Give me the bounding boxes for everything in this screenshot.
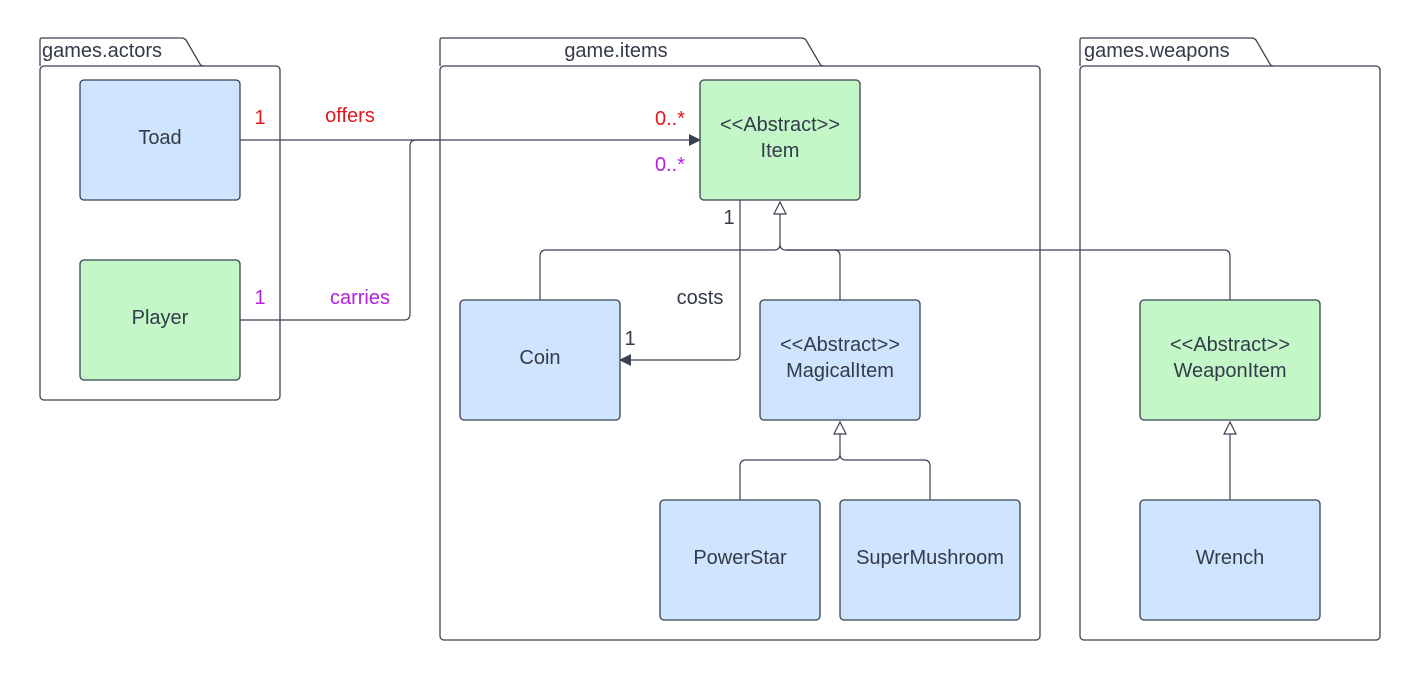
association-carries-line[interactable] bbox=[240, 139, 440, 321]
class-name-player: Player bbox=[132, 307, 189, 329]
class-stereotype-weaponitem: <<Abstract>> bbox=[1170, 334, 1290, 356]
multiplicity-carries-target: 0..* bbox=[655, 154, 685, 176]
class-coin[interactable]: Coin bbox=[459, 299, 621, 421]
generalization-powerstar-line[interactable] bbox=[739, 434, 840, 500]
class-name-supermushroom: SuperMushroom bbox=[856, 547, 1004, 569]
package-label-games-actors: games.actors bbox=[42, 40, 162, 62]
class-item[interactable]: <<Abstract>> Item bbox=[699, 79, 861, 201]
class-name-weaponitem: WeaponItem bbox=[1173, 360, 1286, 382]
class-name-item: Item bbox=[761, 140, 800, 162]
generalization-weaponitem-line[interactable] bbox=[786, 249, 1231, 300]
association-label-costs: costs bbox=[677, 287, 724, 309]
class-player[interactable]: Player bbox=[79, 259, 241, 381]
multiplicity-offers-source: 1 bbox=[254, 107, 265, 129]
generalization-supermushroom-line[interactable] bbox=[839, 453, 931, 500]
generalization-coin-line[interactable] bbox=[539, 214, 780, 300]
class-wrench[interactable]: Wrench bbox=[1139, 499, 1321, 621]
class-stereotype-item: <<Abstract>> bbox=[720, 114, 840, 136]
package-label-games-weapons: games.weapons bbox=[1084, 40, 1230, 62]
class-stereotype-magicalitem: <<Abstract>> bbox=[780, 334, 900, 356]
class-name-powerstar: PowerStar bbox=[693, 547, 787, 569]
class-magicalitem[interactable]: <<Abstract>> MagicalItem bbox=[759, 299, 921, 421]
class-toad[interactable]: Toad bbox=[79, 79, 241, 201]
multiplicity-costs-source: 1 bbox=[723, 207, 734, 229]
class-name-coin: Coin bbox=[519, 347, 560, 369]
class-name-wrench: Wrench bbox=[1196, 547, 1265, 569]
class-name-toad: Toad bbox=[138, 127, 181, 149]
multiplicity-offers-target: 0..* bbox=[655, 108, 685, 130]
class-supermushroom[interactable]: SuperMushroom bbox=[839, 499, 1021, 621]
association-label-carries: carries bbox=[330, 287, 390, 309]
association-label-offers: offers bbox=[325, 105, 375, 127]
multiplicity-carries-source: 1 bbox=[254, 287, 265, 309]
class-powerstar[interactable]: PowerStar bbox=[659, 499, 821, 621]
association-costs-line[interactable] bbox=[619, 200, 741, 366]
multiplicity-costs-target: 1 bbox=[624, 328, 635, 350]
class-name-magicalitem: MagicalItem bbox=[786, 360, 894, 382]
package-label-game-items: game.items bbox=[564, 40, 667, 62]
class-weaponitem[interactable]: <<Abstract>> WeaponItem bbox=[1139, 299, 1321, 421]
